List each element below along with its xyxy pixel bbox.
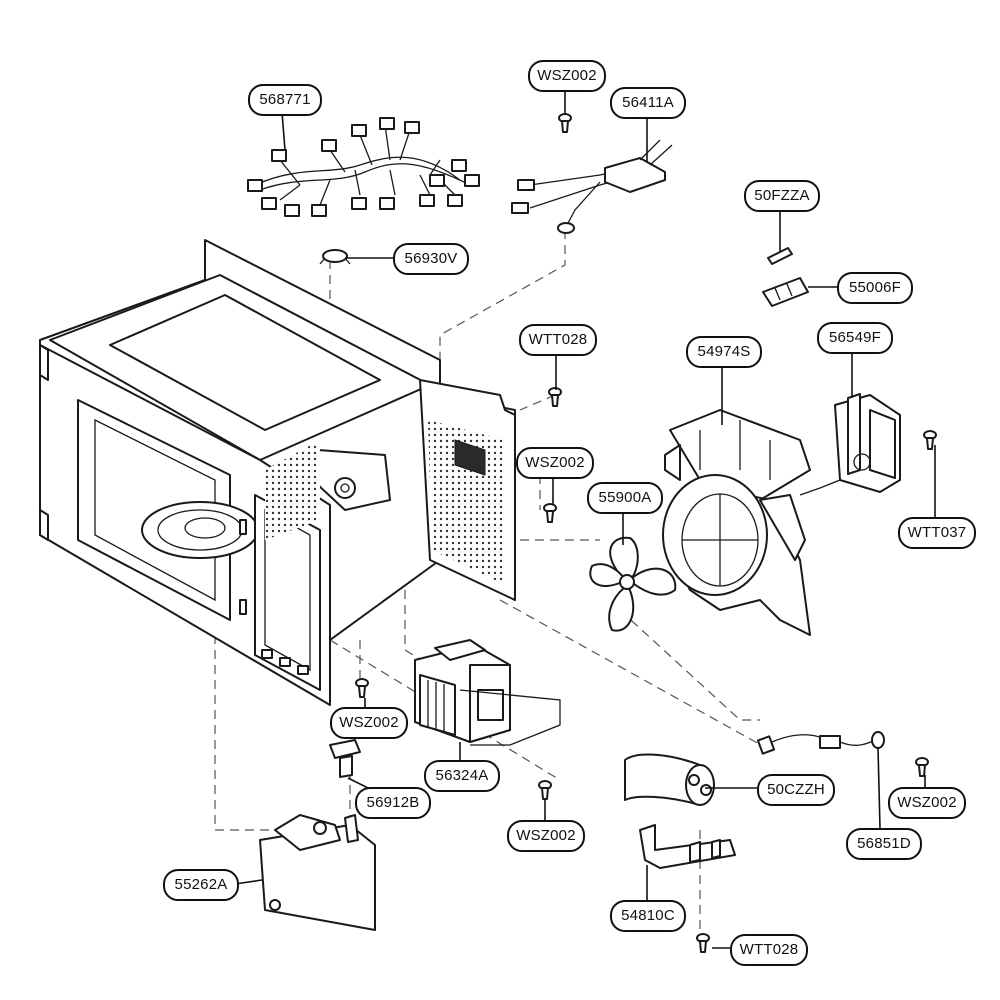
- fan-duct-drawing: [662, 409, 811, 636]
- label-56324a: 56324A: [424, 760, 500, 792]
- thermostat-drawing: [319, 249, 351, 265]
- switch-drawing: [329, 739, 361, 778]
- label-56851d: 56851D: [846, 828, 922, 860]
- capacitor-drawing: [624, 753, 715, 806]
- label-56912b: 56912B: [355, 787, 431, 819]
- label-wtt028-upper: WTT028: [519, 324, 597, 356]
- capacitor-bracket-drawing: [639, 824, 736, 869]
- transformer-drawing: [799, 393, 901, 496]
- label-wsz002-top: WSZ002: [528, 60, 606, 92]
- label-55006f: 55006F: [837, 272, 913, 304]
- label-50czzh: 50CZZH: [757, 774, 835, 806]
- fuse-drawing: [762, 247, 809, 307]
- label-wsz002-bottom: WSZ002: [507, 820, 585, 852]
- label-56549f: 56549F: [817, 322, 893, 354]
- label-wsz002-mid: WSZ002: [516, 447, 594, 479]
- label-wtt028-lower: WTT028: [730, 934, 808, 966]
- top-harness-drawing: [511, 139, 673, 234]
- diode-drawing: [756, 731, 885, 755]
- label-54810c: 54810C: [610, 900, 686, 932]
- magnetron-drawing: [414, 639, 561, 746]
- label-55900a: 55900A: [587, 482, 663, 514]
- label-50fzza: 50FZZA: [744, 180, 820, 212]
- label-54974s: 54974S: [686, 336, 762, 368]
- label-wsz002-left: WSZ002: [330, 707, 408, 739]
- label-wsz002-right: WSZ002: [888, 787, 966, 819]
- latch-board-drawing: [259, 814, 376, 931]
- label-56930v: 56930V: [393, 243, 469, 275]
- label-55262a: 55262A: [163, 869, 239, 901]
- fan-blade-drawing: [589, 536, 677, 632]
- screw-drawings: [355, 113, 937, 953]
- label-56411a: 56411A: [610, 87, 686, 119]
- oven-cavity-drawing: [39, 239, 516, 706]
- wire-harness-drawing: [247, 117, 480, 217]
- label-568771: 568771: [248, 84, 322, 116]
- label-wtt037: WTT037: [898, 517, 976, 549]
- leader-lines: [234, 88, 936, 949]
